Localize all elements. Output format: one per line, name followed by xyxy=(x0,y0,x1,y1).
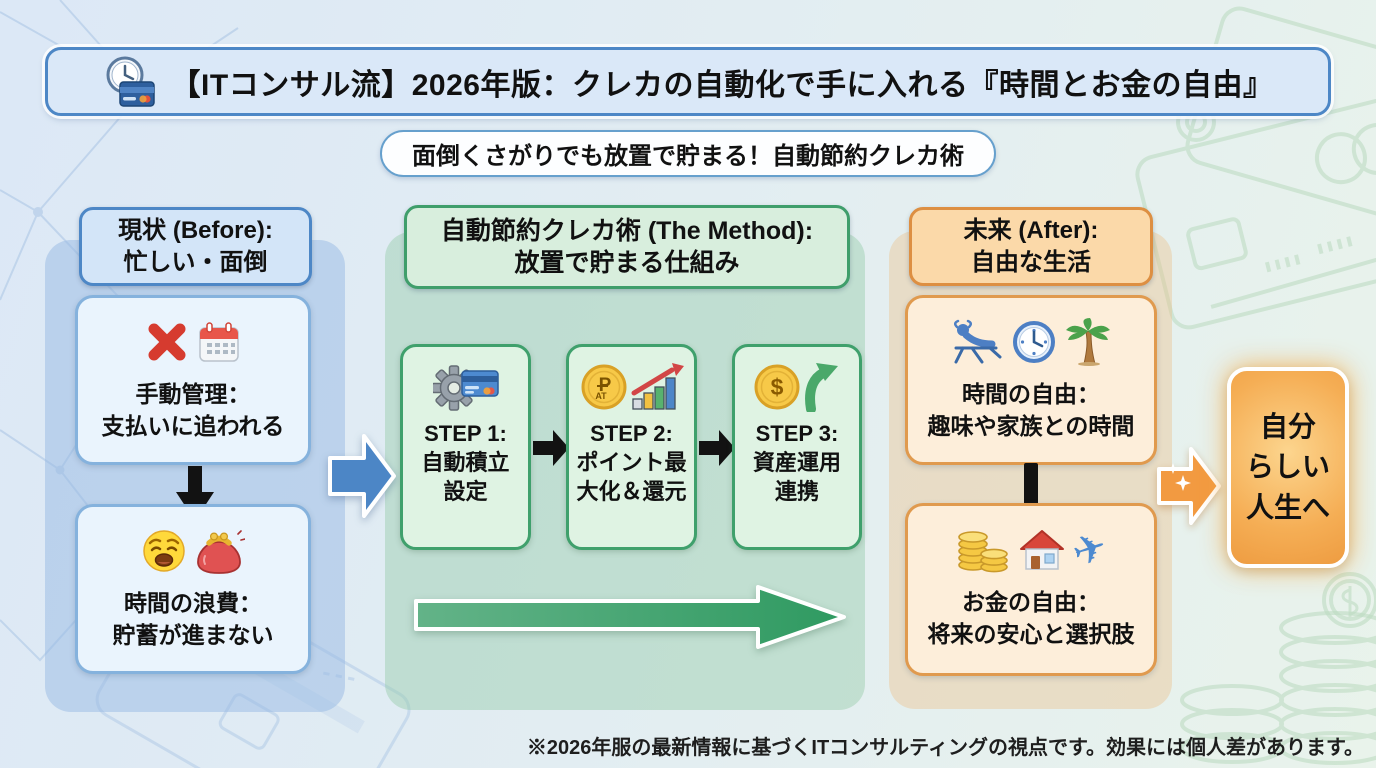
before-card-manual: 手動管理： 支払いに追われる xyxy=(75,295,311,465)
after-card-time-text: 時間の自由： 趣味や家族との時間 xyxy=(927,381,1135,440)
point-coin-icon: P AT xyxy=(581,364,626,410)
airplane-icon: ✈ xyxy=(1066,522,1114,578)
step-arrow-2 xyxy=(699,430,735,466)
house-icon xyxy=(1020,530,1065,570)
before-to-method-arrow xyxy=(328,434,396,518)
method-header: 自動節約クレカ術 (The Method): 放置で貯まる仕組み xyxy=(404,205,850,289)
coin-purse-icon xyxy=(197,530,245,574)
after-connector-bar xyxy=(1024,463,1038,507)
relaxing-person-icon xyxy=(954,319,1002,364)
step-3-label: STEP 3: 資産運用 連携 xyxy=(752,421,841,505)
after-card-money: ✈ お金の自由： 将来の安心と選択肢 xyxy=(905,503,1157,676)
step-arrow-1 xyxy=(533,430,569,466)
step-2-card: P AT STEP 2: ポイント最 大化＆還元 xyxy=(566,344,697,550)
red-cross-icon xyxy=(148,323,186,361)
after-card-money-text: お金の自由： 将来の安心と選択肢 xyxy=(927,589,1135,648)
growth-chart-icon xyxy=(631,363,684,410)
goal-box: 自分 らしい 人生へ xyxy=(1227,367,1349,568)
sparkle-icon xyxy=(1175,475,1191,491)
step-1-label: STEP 1: 自動積立 設定 xyxy=(421,421,510,505)
footnote: ※2026年服の最新情報に基づくITコンサルティングの視点です。効果には個人差が… xyxy=(526,737,1364,759)
palm-tree-icon xyxy=(1066,318,1110,366)
svg-text:$: $ xyxy=(771,374,784,400)
before-card-waste-text: 時間の浪費： 貯蓄が進まない xyxy=(112,590,274,649)
credit-card-icon xyxy=(460,370,499,397)
page-title: 【ITコンサル流】2026年版：クレカの自動化で手に入れる『時間とお金の自由』 xyxy=(170,68,1274,102)
after-header: 未来 (After): 自由な生活 xyxy=(909,207,1153,286)
step-1-card: STEP 1: 自動積立 設定 xyxy=(400,344,531,550)
method-flow-arrow xyxy=(414,585,846,649)
tagline-pill: 面倒くさがりでも放置で貯まる！自動節約クレカ術 xyxy=(380,130,996,177)
svg-text:AT: AT xyxy=(595,391,607,401)
goal-text: 自分 らしい 人生へ xyxy=(1245,410,1330,523)
coin-stack-icon xyxy=(958,531,1009,573)
green-up-arrow-icon xyxy=(805,363,838,412)
after-card-time: 時間の自由： 趣味や家族との時間 xyxy=(905,295,1157,465)
tagline-text: 面倒くさがりでも放置で貯まる！自動節約クレカ術 xyxy=(412,143,964,170)
before-card-waste: 時間の浪費： 貯蓄が進まない xyxy=(75,504,311,674)
sparkle-icon xyxy=(1167,463,1179,474)
down-arrow xyxy=(176,466,214,521)
before-header: 現状 (Before): 忙しい・面倒 xyxy=(79,207,312,286)
after-to-goal-arrow xyxy=(1157,447,1221,525)
clock-icon xyxy=(1013,321,1055,363)
before-card-manual-text: 手動管理： 支払いに追われる xyxy=(101,381,285,440)
gear-icon xyxy=(432,365,499,411)
calendar-icon xyxy=(199,322,239,362)
clock-credit-card-icon xyxy=(106,56,155,107)
step-3-card: $ STEP 3: 資産運用 連携 xyxy=(732,344,862,550)
weary-face-icon xyxy=(143,530,185,572)
step-2-label: STEP 2: ポイント最 大化＆還元 xyxy=(576,421,687,505)
title-banner: 【ITコンサル流】2026年版：クレカの自動化で手に入れる『時間とお金の自由』 xyxy=(45,47,1331,116)
dollar-coin-icon: $ xyxy=(754,364,800,410)
